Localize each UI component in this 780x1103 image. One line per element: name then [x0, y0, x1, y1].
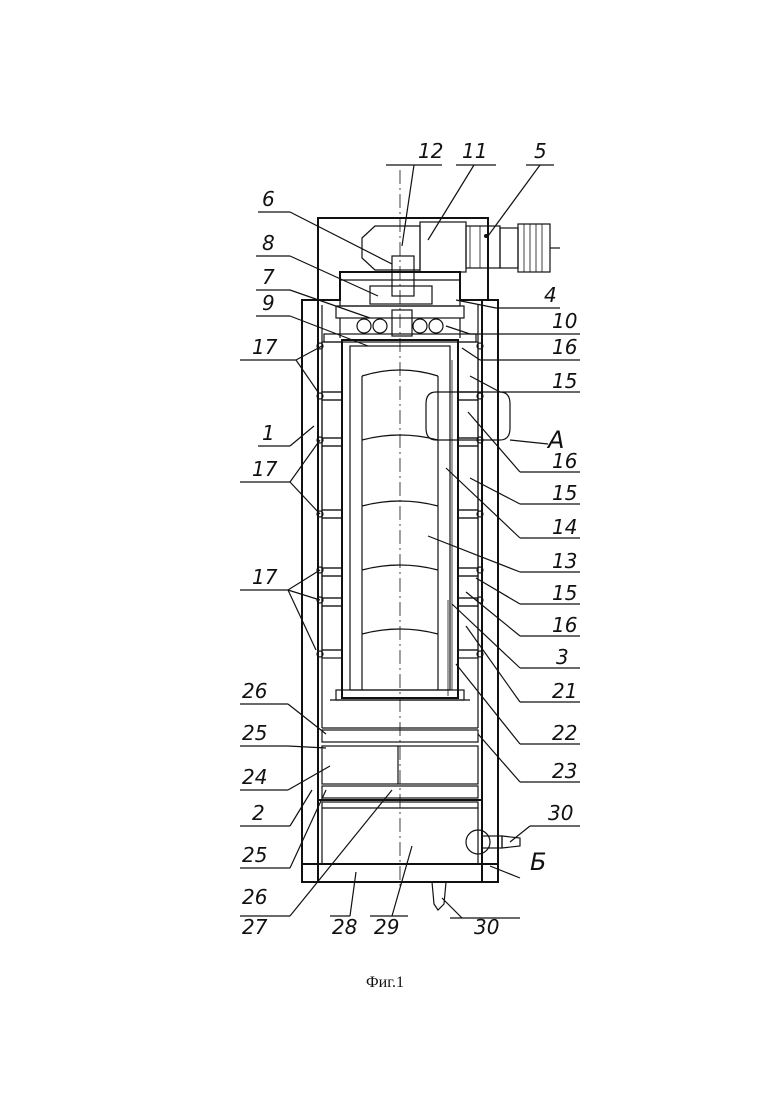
label-13: 13 — [552, 549, 577, 573]
label-9: 9 — [262, 291, 275, 315]
label-21: 21 — [552, 679, 577, 703]
callout-labels: 12 11 5 6 8 7 9 4 10 16 17 15 1 A 17 16 … — [242, 139, 577, 939]
label-2: 2 — [252, 801, 265, 825]
leader-lines — [240, 165, 580, 918]
label-17-mid: 17 — [252, 457, 278, 481]
label-27: 27 — [242, 915, 268, 939]
label-26-top: 26 — [242, 679, 267, 703]
label-12: 12 — [418, 139, 443, 163]
outer-wall-left — [302, 300, 318, 882]
label-7: 7 — [262, 265, 275, 289]
label-28: 28 — [332, 915, 357, 939]
label-8: 8 — [262, 231, 275, 255]
label-4: 4 — [544, 283, 557, 307]
figure-caption: Фиг.1 — [366, 974, 404, 991]
label-17-low: 17 — [252, 565, 278, 589]
label-25-low: 25 — [242, 843, 267, 867]
label-16-mid: 16 — [552, 449, 577, 473]
label-3: 3 — [556, 645, 569, 669]
label-26-low: 26 — [242, 885, 267, 909]
label-30-bottom: 30 — [474, 915, 499, 939]
label-17-top: 17 — [252, 335, 278, 359]
label-5: 5 — [534, 139, 547, 163]
label-29: 29 — [374, 915, 399, 939]
label-10: 10 — [552, 309, 577, 333]
bottom-chamber — [322, 802, 520, 910]
label-14: 14 — [552, 515, 577, 539]
left-stack — [317, 342, 342, 658]
label-6: 6 — [262, 187, 275, 211]
label-30-side: 30 — [548, 801, 573, 825]
label-15-low: 15 — [552, 581, 577, 605]
label-16-low: 16 — [552, 613, 577, 637]
label-25-top: 25 — [242, 721, 267, 745]
label-detail-b: Б — [530, 848, 546, 876]
label-1: 1 — [262, 421, 275, 445]
label-22: 22 — [552, 721, 577, 745]
top-cap — [318, 218, 488, 300]
label-24: 24 — [242, 765, 267, 789]
label-16-top: 16 — [552, 335, 577, 359]
label-11: 11 — [462, 139, 487, 163]
label-15-top: 15 — [552, 369, 577, 393]
label-23: 23 — [552, 759, 577, 783]
label-15-mid: 15 — [552, 481, 577, 505]
